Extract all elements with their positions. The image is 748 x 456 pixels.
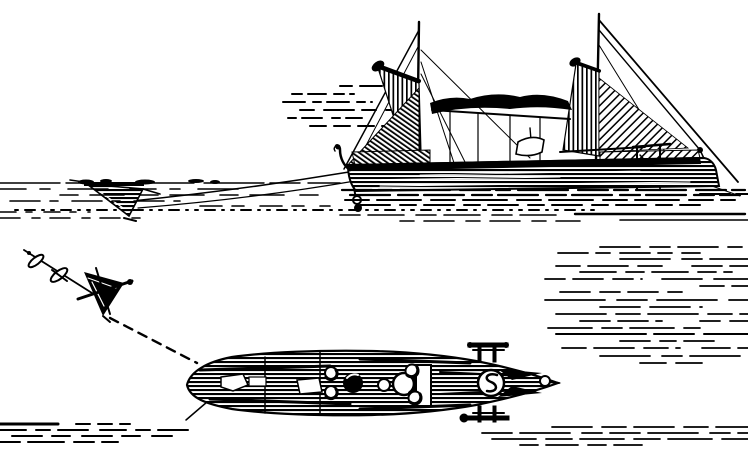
stern-screw-gear	[498, 369, 560, 397]
sea-hatching-upper	[0, 188, 748, 222]
side-view-scene	[0, 12, 748, 222]
ships-boat	[515, 127, 545, 157]
smoke-drift	[282, 85, 403, 127]
deck-opening	[296, 377, 323, 395]
horizon-lump	[188, 179, 204, 183]
deck-opening	[220, 373, 250, 392]
plan-view-scene	[0, 246, 748, 446]
sea-hatching-lower	[0, 246, 748, 446]
kite-float	[27, 253, 45, 269]
davit-frame-lower	[459, 405, 510, 423]
dashed-tow-line	[108, 316, 199, 365]
davit-frame-upper	[467, 342, 509, 363]
steam-sail-vessel	[333, 12, 741, 212]
horizon-lump	[210, 180, 220, 184]
circular-hatches	[324, 363, 423, 406]
towed-kite-with-floats	[23, 249, 134, 323]
bow-prow	[333, 143, 352, 172]
fan-circle	[476, 368, 506, 398]
deck-opening	[248, 376, 267, 387]
hull-side	[346, 156, 721, 193]
torpedo-boat-plan	[185, 342, 562, 423]
main-gaff-sail	[559, 57, 690, 157]
kite-crossbar	[76, 279, 134, 301]
tow-lines	[131, 171, 356, 209]
